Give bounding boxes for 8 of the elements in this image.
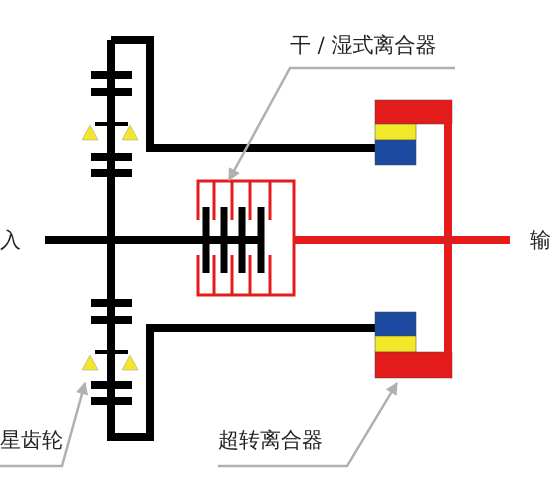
shaft-label: 输 — [530, 228, 550, 252]
part-label: 超转离合器 — [218, 428, 323, 452]
shaft-label: 入 — [0, 228, 21, 252]
leader-line — [228, 66, 455, 182]
part-label: 星齿轮 — [0, 428, 63, 452]
leader-line — [218, 382, 398, 468]
leader-line — [0, 382, 88, 468]
part-label: 干 / 湿式离合器 — [290, 33, 436, 57]
